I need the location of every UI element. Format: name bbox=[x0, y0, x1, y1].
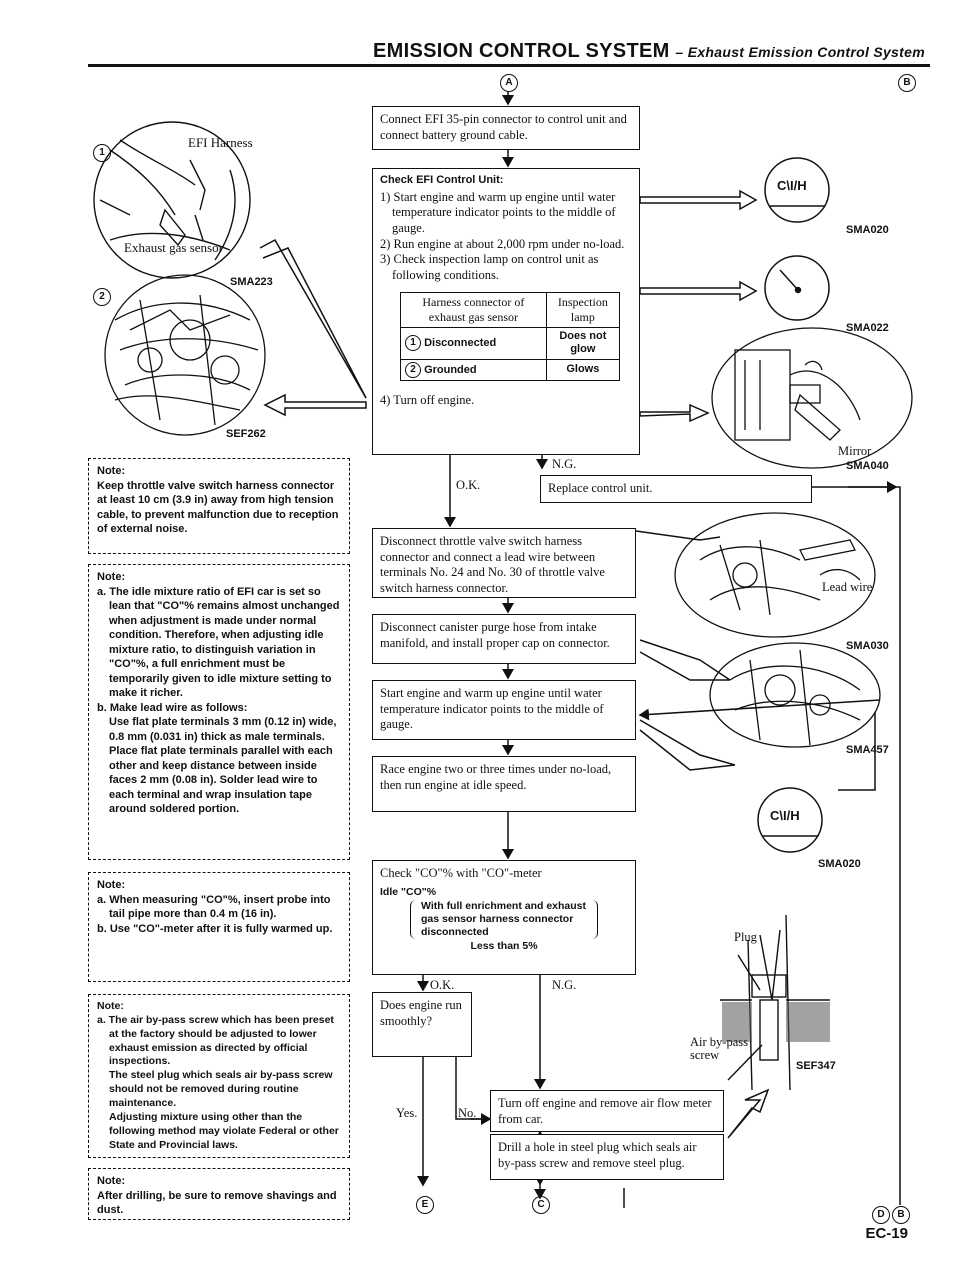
note-4-para-2: The steel plug which seals air by-pass s… bbox=[109, 1069, 333, 1110]
table-row-2-state-text: Grounded bbox=[424, 363, 477, 376]
note-1-body: Keep throttle valve switch harness conne… bbox=[97, 479, 339, 536]
table-row-2-marker: 2 bbox=[405, 362, 421, 378]
note-4-item-a: a. The air by-pass screw which has been … bbox=[97, 1013, 334, 1068]
header-title: EMISSION CONTROL SYSTEM bbox=[373, 40, 670, 62]
connector-e: E bbox=[416, 1196, 434, 1214]
code-sma020-top: SMA020 bbox=[846, 224, 889, 236]
step-runs-smoothly: Does engine run smoothly? bbox=[372, 992, 472, 1057]
check-step-1: 1) Start engine and warm up engine until… bbox=[380, 189, 616, 235]
connector-a: A bbox=[500, 74, 518, 92]
note-3-item-a: a. When measuring "CO"%, insert probe in… bbox=[97, 893, 331, 921]
note-1-title: Note: bbox=[97, 465, 126, 477]
table-head-lamp: Inspection lamp bbox=[545, 291, 621, 328]
gauge-text-bottom: C\I/H bbox=[770, 808, 800, 823]
step-race-engine: Race engine two or three times under no-… bbox=[372, 756, 636, 812]
code-sef347: SEF347 bbox=[796, 1060, 836, 1072]
label-no: No. bbox=[458, 1106, 477, 1120]
note-2-item-a: a. The idle mixture ratio of EFI car is … bbox=[97, 585, 340, 700]
note-4-para-3: Adjusting mixture using other than the f… bbox=[109, 1110, 339, 1151]
table-row-2-lamp: Glows bbox=[545, 359, 621, 381]
step-replace-control-unit: Replace control unit. bbox=[540, 475, 812, 503]
label-air-bypass-screw: Air by-pass screw bbox=[690, 1035, 748, 1063]
label-ok-2: O.K. bbox=[430, 978, 455, 992]
table-row-1-state-text: Disconnected bbox=[424, 337, 497, 350]
label-lead-wire: Lead wire bbox=[822, 580, 873, 594]
code-sma223: SMA223 bbox=[230, 276, 273, 288]
table-row-1-marker: 1 bbox=[405, 335, 421, 352]
check-control-unit-title: Check EFI Control Unit: bbox=[380, 174, 504, 186]
step-start-engine: Start engine and warm up engine until wa… bbox=[372, 680, 636, 740]
check-step-2: 2) Run engine at about 2,000 rpm under n… bbox=[380, 236, 625, 251]
label-ng-2: N.G. bbox=[552, 978, 577, 992]
idle-co-condition: With full enrichment and exhaust gas sen… bbox=[410, 899, 598, 940]
note-3-item-b: b. Use "CO"-meter after it is fully warm… bbox=[97, 922, 333, 935]
table-row-1-lamp: Does not glow bbox=[545, 326, 621, 360]
figure-2-marker: 2 bbox=[93, 288, 111, 306]
step-connect-efi: Connect EFI 35-pin connector to control … bbox=[372, 106, 640, 150]
step-check-co: Check "CO"% with "CO"-meter Idle "CO"% W… bbox=[372, 860, 636, 975]
connector-b-bottom: B bbox=[892, 1206, 910, 1224]
code-sma022: SMA022 bbox=[846, 322, 889, 334]
check-co-title: Check "CO"% with "CO"-meter bbox=[380, 866, 542, 880]
note-1: Note: Keep throttle valve switch harness… bbox=[88, 458, 350, 554]
code-sma020-bottom: SMA020 bbox=[818, 858, 861, 870]
code-sma457: SMA457 bbox=[846, 744, 889, 756]
step-disconnect-canister: Disconnect canister purge hose from inta… bbox=[372, 614, 636, 664]
label-mirror: Mirror bbox=[838, 444, 872, 458]
label-exhaust-gas-sensor: Exhaust gas sensor bbox=[124, 240, 223, 255]
step-turn-off-engine: Turn off engine and remove air flow mete… bbox=[490, 1090, 724, 1132]
note-4: Note: a. The air by-pass screw which has… bbox=[88, 994, 350, 1158]
connector-b-top: B bbox=[898, 74, 916, 92]
label-ok-1: O.K. bbox=[456, 478, 481, 492]
note-4-title: Note: bbox=[97, 1000, 124, 1012]
note-3-title: Note: bbox=[97, 879, 126, 891]
gauge-text-top: C\I/H bbox=[777, 178, 807, 193]
code-sma040: SMA040 bbox=[846, 460, 889, 472]
check-step-3: 3) Check inspection lamp on control unit… bbox=[380, 252, 599, 282]
page-number: EC-19 bbox=[865, 1225, 908, 1242]
table-row-1-state: 1 Disconnected bbox=[400, 326, 547, 360]
check-step-4: 4) Turn off engine. bbox=[380, 393, 475, 407]
idle-co-threshold: Less than 5% bbox=[470, 940, 538, 953]
step-disconnect-throttle-switch: Disconnect throttle valve switch harness… bbox=[372, 528, 636, 598]
label-ng-1: N.G. bbox=[552, 457, 577, 471]
label-plug: Plug bbox=[734, 930, 757, 944]
header-rule bbox=[88, 64, 930, 67]
connector-c: C bbox=[532, 1196, 550, 1214]
page-header: EMISSION CONTROL SYSTEM – Exhaust Emissi… bbox=[373, 40, 925, 63]
figure-1-marker: 1 bbox=[93, 144, 111, 162]
note-2-item-b-body: Use flat plate terminals 3 mm (0.12 in) … bbox=[109, 716, 337, 816]
step-check-control-unit: Check EFI Control Unit: 1) Start engine … bbox=[372, 168, 640, 455]
step-drill-plug: Drill a hole in steel plug which seals a… bbox=[490, 1134, 724, 1180]
table-row-2-state: 2 Grounded bbox=[400, 359, 547, 381]
header-subtitle: – Exhaust Emission Control System bbox=[675, 44, 925, 60]
code-sma030: SMA030 bbox=[846, 640, 889, 652]
table-head-harness: Harness connector of exhaust gas sensor bbox=[400, 291, 547, 328]
inspection-table: Harness connector of exhaust gas sensor … bbox=[400, 291, 621, 381]
idle-co-label: Idle "CO"% bbox=[380, 885, 437, 898]
label-efi-harness: EFI Harness bbox=[188, 135, 253, 150]
code-sef262: SEF262 bbox=[226, 428, 266, 440]
connector-d: D bbox=[872, 1206, 890, 1224]
note-2-title: Note: bbox=[97, 571, 126, 583]
note-5-title: Note: bbox=[97, 1175, 126, 1187]
note-5: Note: After drilling, be sure to remove … bbox=[88, 1168, 350, 1220]
note-3: Note: a. When measuring "CO"%, insert pr… bbox=[88, 872, 350, 982]
label-yes: Yes. bbox=[396, 1106, 418, 1120]
note-2-item-b: b. Make lead wire as follows: bbox=[97, 701, 248, 714]
note-5-body: After drilling, be sure to remove shavin… bbox=[97, 1189, 337, 1217]
note-2: Note: a. The idle mixture ratio of EFI c… bbox=[88, 564, 350, 860]
